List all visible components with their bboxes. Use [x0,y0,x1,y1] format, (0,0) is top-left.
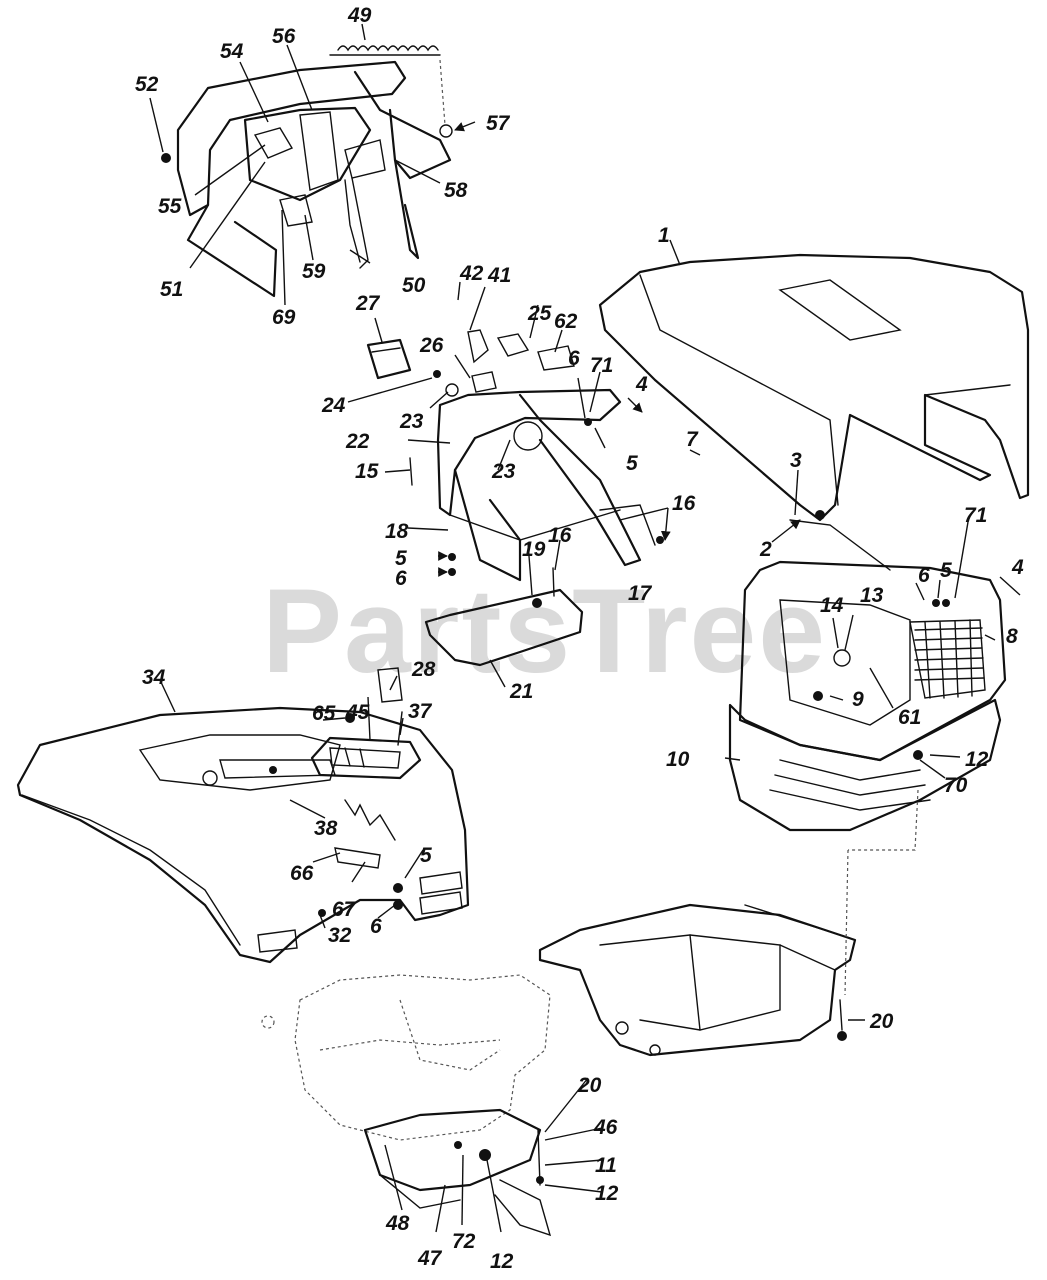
callout-6: 6 [395,567,407,590]
callout-55: 55 [158,195,182,218]
callout-42: 42 [459,262,484,285]
callout-15: 15 [355,460,379,483]
callout-9: 9 [852,688,864,711]
callout-58: 58 [444,179,468,202]
callout-6: 6 [568,347,580,370]
callout-46: 46 [593,1116,618,1139]
dash-panel [436,383,642,582]
engine [261,974,552,1237]
callout-22: 22 [345,430,370,453]
callout-69: 69 [272,306,296,329]
callout-71: 71 [964,504,987,527]
callout-51: 51 [160,278,183,301]
callout-23: 23 [399,410,424,433]
callout-16: 16 [548,524,572,547]
callout-10: 10 [666,748,690,771]
dashboard-assembly [161,45,453,298]
callout-34: 34 [142,666,166,689]
callout-26: 26 [419,334,444,357]
callout-45: 45 [345,701,370,724]
callout-59: 59 [302,260,326,283]
callout-11: 11 [595,1154,617,1177]
callout-56: 56 [272,25,296,48]
callout-8: 8 [1006,625,1018,648]
callout-7: 7 [686,428,699,451]
callout-52: 52 [135,73,159,96]
callout-12: 12 [595,1182,619,1205]
callout-67: 67 [332,898,357,921]
callout-23: 23 [491,460,516,483]
callout-37: 37 [408,700,433,723]
callout-61: 61 [898,706,921,729]
callout-1: 1 [658,224,670,247]
callout-28: 28 [411,658,436,681]
callout-4: 4 [635,373,648,396]
callout-19: 19 [522,538,546,561]
callout-12: 12 [490,1250,514,1273]
callout-57: 57 [486,112,511,135]
callout-5: 5 [626,452,638,475]
frame [538,789,919,1057]
callout-54: 54 [220,40,244,63]
grille-assembly [728,560,1007,832]
callout-27: 27 [355,292,381,315]
callout-4: 4 [1011,556,1024,579]
callout-5: 5 [395,547,407,570]
callout-18: 18 [385,520,409,543]
callout-62: 62 [554,310,578,333]
callout-66: 66 [290,862,314,885]
callout-3: 3 [790,449,802,472]
callout-16: 16 [672,492,696,515]
callout-49: 49 [347,4,372,27]
callout-72: 72 [452,1230,476,1253]
callout-24: 24 [321,394,346,417]
callout-38: 38 [314,817,338,840]
callout-25: 25 [527,302,552,325]
callout-2: 2 [759,538,772,561]
callout-5: 5 [940,559,952,582]
callout-6: 6 [918,564,930,587]
callout-12: 12 [965,748,989,771]
callout-labels: 1 2 3 4 4 5 5 5 5 6 6 6 6 7 8 9 10 11 12… [135,4,1024,1273]
callout-65: 65 [312,702,336,725]
fender [16,667,470,964]
callout-13: 13 [860,584,884,607]
callout-6: 6 [370,915,382,938]
callout-20: 20 [869,1010,894,1033]
callout-48: 48 [385,1212,410,1235]
small-parts [366,329,891,667]
callout-41: 41 [487,264,511,287]
callout-70: 70 [944,774,968,797]
watermark: PartsTree [262,564,827,698]
callout-32: 32 [328,924,352,947]
callout-47: 47 [417,1247,443,1270]
hood [598,253,1030,522]
callout-71: 71 [590,354,613,377]
callout-14: 14 [820,594,844,617]
callout-50: 50 [402,274,426,297]
callout-17: 17 [628,582,653,605]
callout-21: 21 [509,680,533,703]
callout-20: 20 [577,1074,602,1097]
callout-5: 5 [420,844,432,867]
leader-lines [149,23,1021,1233]
